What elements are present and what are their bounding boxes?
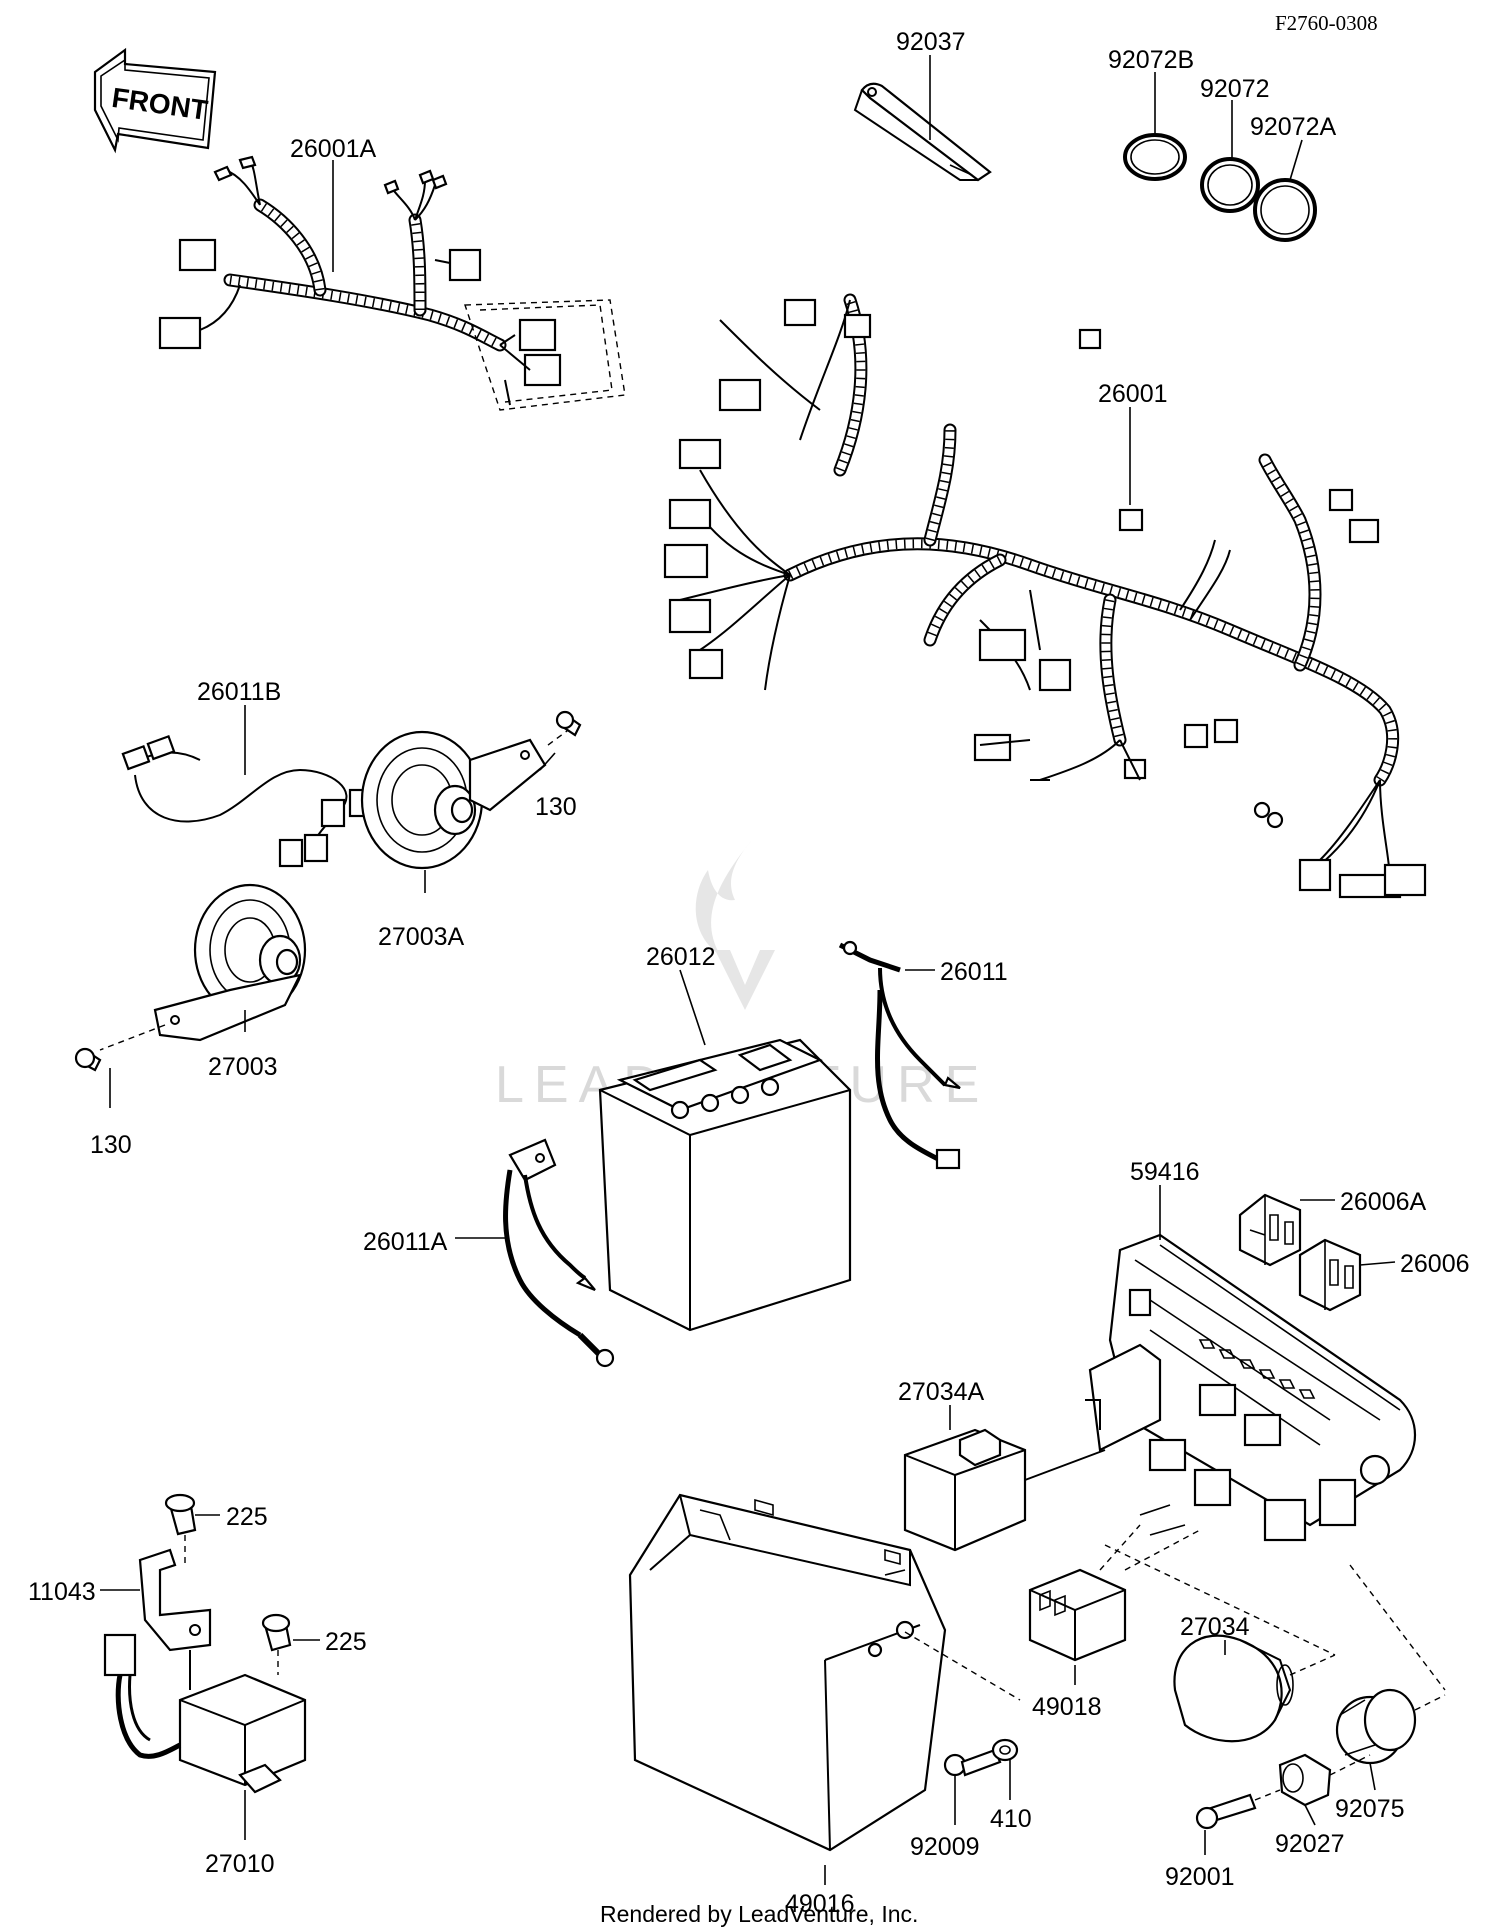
callout-130-lower: 130	[90, 1131, 132, 1159]
callout-59416: 59416	[1130, 1158, 1200, 1186]
part-27003A-horn	[360, 724, 576, 870]
part-59416-fuse-box	[1085, 1233, 1417, 1542]
part-225-bolt-upper	[164, 1493, 197, 1536]
callout-26006A: 26006A	[1340, 1188, 1427, 1216]
callout-27034: 27034	[1180, 1613, 1250, 1641]
callout-49016: 49016	[785, 1890, 855, 1918]
bolt-130-lower	[74, 1047, 102, 1072]
callout-26011B: 26011B	[197, 678, 281, 706]
callout-49018: 49018	[1032, 1693, 1102, 1721]
part-92072-bands	[1123, 133, 1317, 242]
part-410-washer	[991, 1738, 1019, 1762]
callout-92009: 92009	[910, 1833, 980, 1861]
part-26011-lead	[838, 940, 961, 1170]
part-11043-bracket	[138, 1548, 212, 1652]
callout-26011: 26011	[940, 958, 1008, 986]
part-26006-fuse	[1298, 1238, 1362, 1312]
callout-26001A: 26001A	[290, 135, 377, 163]
part-27034-relay	[1173, 1634, 1294, 1743]
part-49016-cover	[628, 1493, 947, 1852]
drawing-code: F2760-0308	[1275, 11, 1378, 35]
callout-130-upper: 130	[535, 793, 577, 821]
callout-92001: 92001	[1165, 1863, 1235, 1891]
part-92075-grommet	[1335, 1688, 1417, 1765]
part-92001-bolt	[1195, 1793, 1257, 1830]
part-26006A-fuse	[1238, 1193, 1302, 1267]
part-92009-screw	[943, 1748, 1002, 1777]
callout-92072: 92072	[1200, 75, 1270, 103]
callout-225-upper: 225	[226, 1503, 268, 1531]
callout-26001: 26001	[1098, 380, 1168, 408]
part-26001A-sub-harness	[158, 155, 626, 411]
part-27003-horn	[99, 883, 307, 1051]
callout-27003A: 27003A	[378, 923, 465, 951]
part-92037-stay	[853, 82, 992, 182]
callout-27003: 27003	[208, 1053, 278, 1081]
callout-92027: 92027	[1275, 1830, 1345, 1858]
part-26012-battery	[598, 1038, 852, 1332]
callout-26012: 26012	[646, 943, 716, 971]
callout-26006: 26006	[1400, 1250, 1470, 1278]
callout-225-lower: 225	[325, 1628, 367, 1656]
front-arrow-icon: FRONT	[93, 47, 217, 154]
bolt-130-upper	[555, 710, 582, 737]
part-27010-regulator	[103, 1633, 307, 1794]
part-92027-collar	[1278, 1753, 1332, 1807]
callout-11043: 11043	[28, 1578, 96, 1606]
callout-92037: 92037	[896, 28, 966, 56]
part-26011A-lead	[503, 1138, 615, 1368]
callout-92072A: 92072A	[1250, 113, 1337, 141]
footer-credit: Rendered by LeadVenture, Inc.	[600, 1901, 918, 1927]
callout-410: 410	[990, 1805, 1032, 1833]
callout-27010: 27010	[205, 1850, 275, 1878]
part-49018-relay	[1028, 1568, 1127, 1662]
part-27034A-relay	[903, 1428, 1027, 1552]
part-26001-main-harness	[663, 293, 1427, 899]
part-225-bolt-lower	[261, 1613, 292, 1652]
callout-27034A: 27034A	[898, 1378, 985, 1406]
part-26011B-horn-lead	[121, 734, 374, 868]
callout-26011A: 26011A	[363, 1228, 448, 1256]
callout-92075: 92075	[1335, 1795, 1405, 1823]
callout-92072B: 92072B	[1108, 46, 1194, 74]
